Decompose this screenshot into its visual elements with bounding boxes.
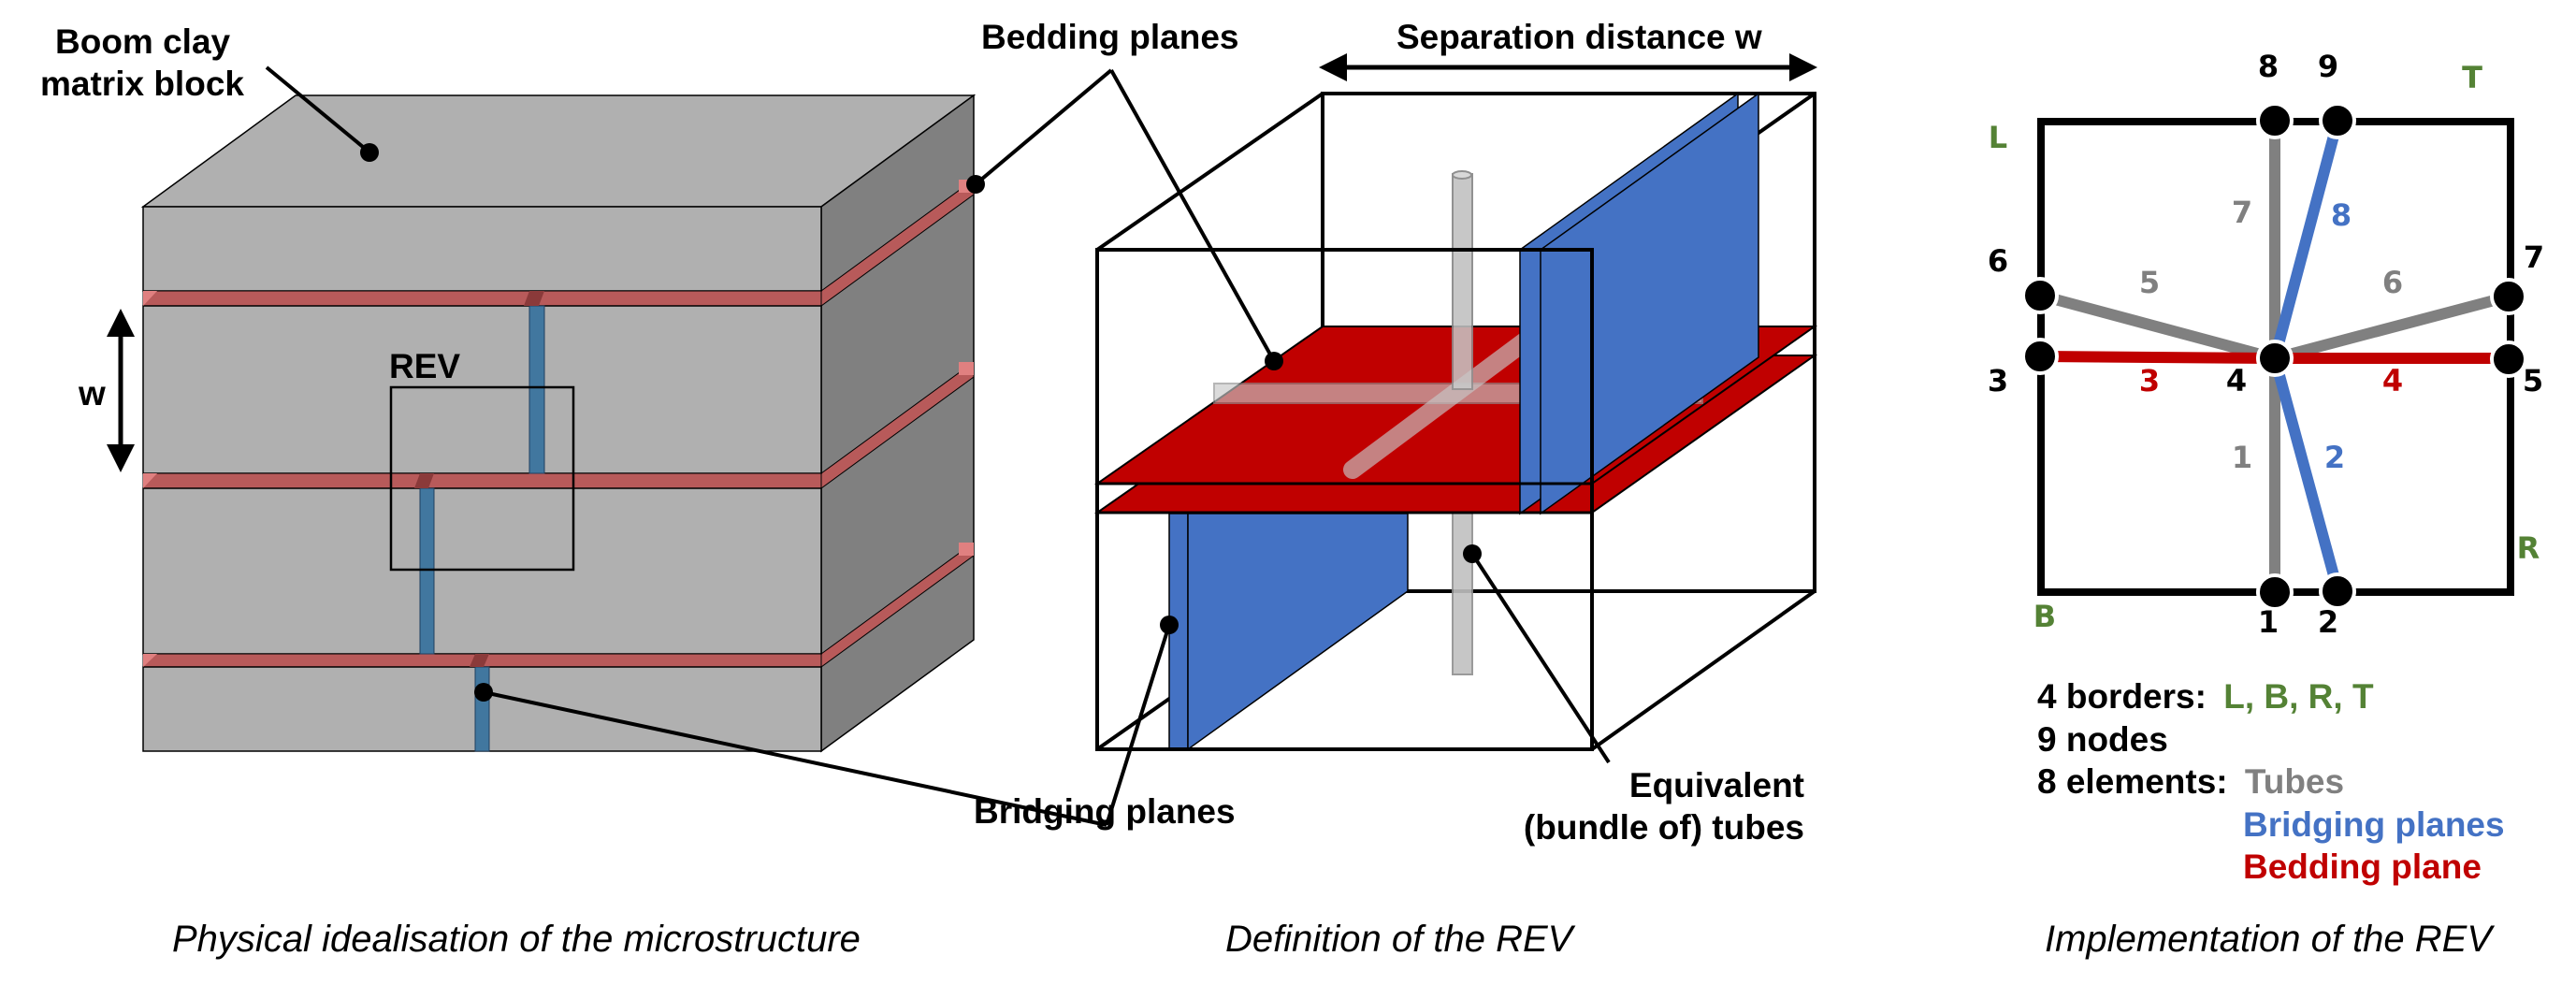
tube-diagonal — [1343, 332, 1534, 479]
caption-middle: Definition of the REV — [1225, 919, 1576, 960]
block-label-line2: matrix block — [40, 65, 244, 103]
bridging-crack-3 — [474, 666, 490, 752]
clay-layer-2 — [142, 305, 822, 474]
bridging-crack-2 — [419, 487, 435, 655]
bedding-leader-left — [974, 68, 1113, 186]
bedding-side-end-3 — [959, 543, 974, 556]
caption-left: Physical idealisation of the microstruct… — [172, 919, 861, 960]
bedding-leader-right — [1109, 69, 1276, 362]
element-label-5: 5 — [2139, 265, 2160, 300]
legend-bridging: Bridging planes — [2243, 805, 2505, 844]
bridging-crack-1 — [528, 305, 545, 474]
bedding-leader-dot-right — [1265, 352, 1283, 370]
bedding-front-1 — [142, 290, 822, 307]
panel-physical-idealisation: REV w Boom clay matrix block Physical id… — [40, 22, 1107, 960]
node-label-2: 2 — [2318, 604, 2338, 640]
node-3 — [2021, 338, 2059, 375]
bedding-side-end-2 — [959, 362, 974, 375]
node-7 — [2490, 278, 2527, 315]
bridging-leader-line-left — [483, 690, 1107, 827]
caption-right: Implementation of the REV — [2045, 919, 2495, 960]
panel-rev-implementation: 8 9 6 7 3 4 5 1 2 7 8 5 6 3 4 1 2 L T R … — [1988, 49, 2544, 960]
element-label-7: 7 — [2232, 195, 2252, 230]
node-6 — [2021, 277, 2059, 314]
bridging-leader-dot-left — [474, 683, 493, 702]
separation-label: Separation distance w — [1397, 18, 1762, 56]
element-6-tube — [2273, 291, 2511, 364]
node-2 — [2319, 572, 2356, 610]
element-label-2: 2 — [2324, 440, 2345, 475]
node-1 — [2256, 573, 2294, 611]
block-label-line1: Boom clay — [55, 22, 231, 61]
border-label-L: L — [1989, 120, 2007, 155]
node-4 — [2256, 340, 2294, 377]
legend-elements: 8 elements: Tubes — [2037, 762, 2344, 801]
tube-cap — [1452, 170, 1472, 180]
bedding-front-2 — [142, 472, 822, 489]
element-2-bridging — [2269, 356, 2343, 591]
tubes-label-line2: (bundle of) tubes — [1524, 808, 1804, 847]
crack-junction-2 — [414, 473, 434, 488]
crack-junction-3 — [470, 654, 489, 667]
panel-rev-definition: Separation distance w Bedding planes Bri… — [966, 18, 1818, 960]
legend-borders-value: L, B, R, T — [2223, 677, 2374, 716]
bridging-plane-upper — [1540, 92, 1759, 515]
node-8 — [2256, 102, 2294, 139]
element-label-6: 6 — [2382, 265, 2403, 300]
frame-edge-br — [1590, 589, 1816, 751]
node-label-3: 3 — [1988, 363, 2008, 398]
legend-nodes: 9 nodes — [2037, 720, 2168, 759]
clay-layer-1 — [142, 206, 822, 292]
legend-tubes: Tubes — [2245, 762, 2344, 801]
bedding-leader-dot-left — [966, 175, 985, 194]
node-label-9: 9 — [2318, 49, 2338, 84]
node-label-4: 4 — [2226, 363, 2247, 398]
element-label-8: 8 — [2331, 197, 2352, 233]
bedding-label: Bedding planes — [981, 18, 1238, 56]
clay-layer-3 — [142, 487, 822, 655]
element-3-bedding — [2040, 351, 2276, 364]
rev-front-frame — [1095, 248, 1594, 751]
border-label-R: R — [2517, 530, 2540, 566]
legend-elements-prefix: 8 elements: — [2037, 762, 2228, 801]
rev-box — [389, 385, 575, 572]
element-label-4: 4 — [2382, 363, 2403, 398]
legend-bedding: Bedding plane — [2243, 847, 2482, 886]
tubes-leader-dot — [1463, 544, 1482, 563]
tubes-label-line1: Equivalent — [1629, 766, 1804, 804]
node-label-6: 6 — [1988, 243, 2008, 279]
block-leader-dot — [360, 143, 379, 162]
w-label: w — [78, 374, 106, 413]
bridging-label: Bridging planes — [974, 792, 1236, 831]
tubes-leader — [1470, 552, 1611, 764]
crack-junction-1 — [524, 291, 544, 306]
rev-label: REV — [389, 347, 460, 385]
node-label-1: 1 — [2258, 604, 2279, 640]
border-label-T: T — [2462, 60, 2482, 95]
element-8-bridging — [2269, 120, 2343, 360]
node-label-5: 5 — [2523, 363, 2543, 398]
tube-vertical-upper — [1452, 173, 1473, 390]
element-label-3: 3 — [2139, 363, 2160, 398]
border-label-B: B — [2033, 599, 2056, 634]
bridging-leader-dot-right — [1160, 616, 1179, 634]
bedding-end-left-3 — [143, 654, 157, 667]
legend-borders-prefix: 4 borders: — [2037, 677, 2207, 716]
node-label-7: 7 — [2524, 239, 2544, 275]
node-9 — [2319, 102, 2356, 139]
bridging-plane-lower — [1187, 513, 1409, 751]
node-5 — [2490, 340, 2527, 378]
bedding-end-left-1 — [143, 291, 157, 306]
frame-edge-tl — [1095, 92, 1324, 252]
bridging-leader-right — [1105, 624, 1171, 826]
element-5-tube — [2039, 290, 2277, 364]
block-leader-line — [265, 65, 370, 153]
element-label-1: 1 — [2232, 440, 2252, 475]
node-label-8: 8 — [2258, 49, 2279, 84]
bedding-end-left-2 — [143, 473, 157, 488]
legend-borders: 4 borders: L, B, R, T — [2037, 677, 2374, 716]
